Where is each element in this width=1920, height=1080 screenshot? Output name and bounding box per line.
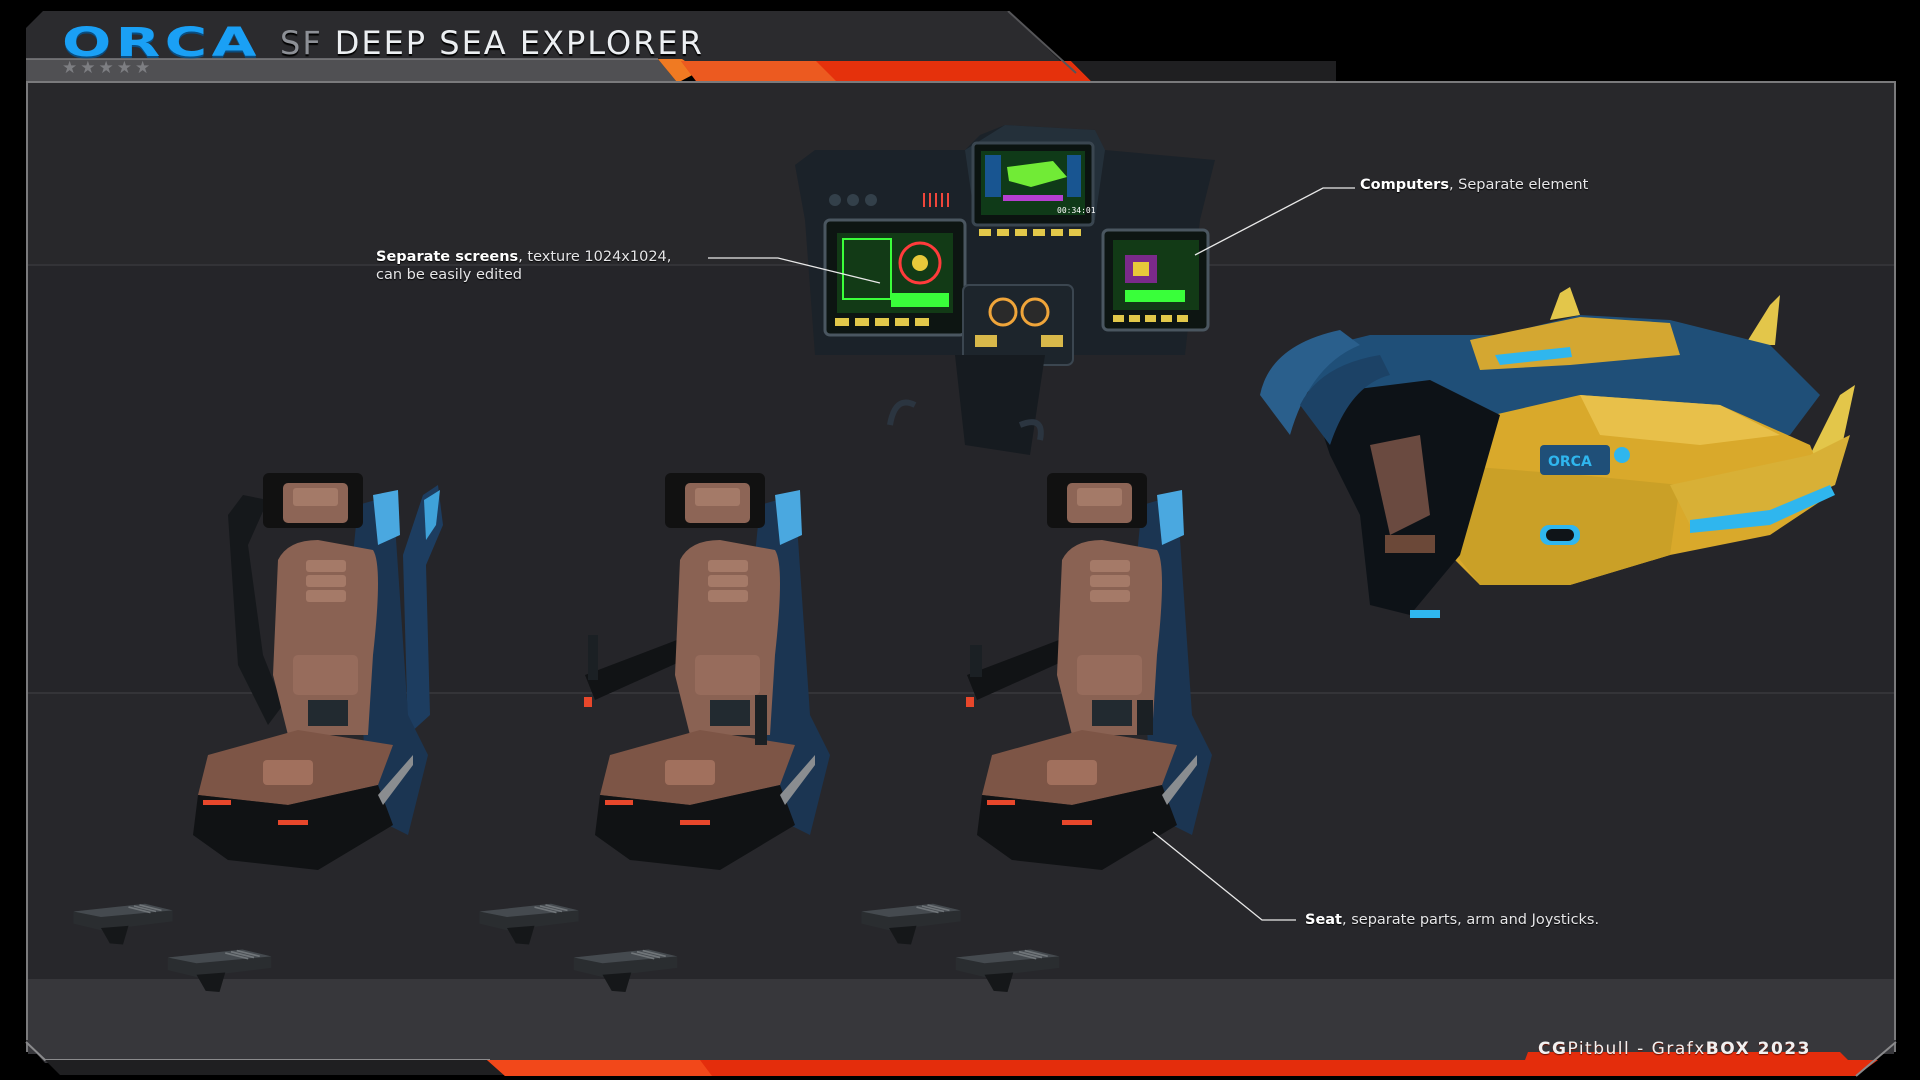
callout-seat-bold: Seat xyxy=(1305,912,1342,928)
pedal-3b xyxy=(954,948,1061,993)
header-tab: ORCA SF DEEP SEA EXPLORER ★★★★★ xyxy=(26,11,1336,81)
callout-computers-bold: Computers xyxy=(1360,177,1449,193)
callout-screens-bold: Separate screens xyxy=(376,249,519,265)
callout-seat: Seat, separate parts, arm and Joysticks. xyxy=(1305,911,1599,929)
header-shape xyxy=(26,11,1336,81)
callout-screens-line2: can be easily edited xyxy=(376,267,522,283)
credit-pitbull-grafx: Pitbull - Grafx xyxy=(1567,1039,1706,1059)
console-timer: 00:34:01 xyxy=(1057,206,1096,215)
orca-logo: ORCA xyxy=(62,20,261,66)
rating-stars: ★★★★★ xyxy=(62,58,154,78)
pedal-1b xyxy=(166,948,273,993)
title-text: DEEP SEA EXPLORER xyxy=(334,24,704,62)
footer-bar xyxy=(0,1040,1920,1080)
title-prefix: SF xyxy=(280,24,323,62)
callout-seat-rest: , separate parts, arm and Joysticks. xyxy=(1342,912,1600,928)
callout-computers: Computers, Separate element xyxy=(1360,176,1588,194)
callout-separate-screens: Separate screens, texture 1024x1024, can… xyxy=(376,248,671,284)
seat-render-arm-joystick xyxy=(570,455,870,895)
footer-shape xyxy=(25,1040,1897,1077)
seat-render-raised-arms xyxy=(168,455,468,895)
credit-box: BOX xyxy=(1705,1039,1751,1059)
ship-hull-label: ORCA xyxy=(1548,454,1592,470)
credit-year: 2023 xyxy=(1750,1039,1811,1059)
page-title: SF DEEP SEA EXPLORER xyxy=(280,27,704,59)
credit-text: CGPitbull - GrafxBOX 2023 xyxy=(1538,1041,1811,1058)
pedal-2b xyxy=(572,948,679,993)
callout-computers-rest: , Separate element xyxy=(1448,177,1589,193)
credit-cg: CG xyxy=(1538,1039,1568,1059)
orca-ship-render: ORCA xyxy=(1260,287,1855,618)
computer-console-render: 00:34:01 xyxy=(795,125,1215,455)
seat-render-arm-joystick-alt xyxy=(952,455,1252,895)
callout-screens-rest: , texture 1024x1024, xyxy=(518,249,672,265)
